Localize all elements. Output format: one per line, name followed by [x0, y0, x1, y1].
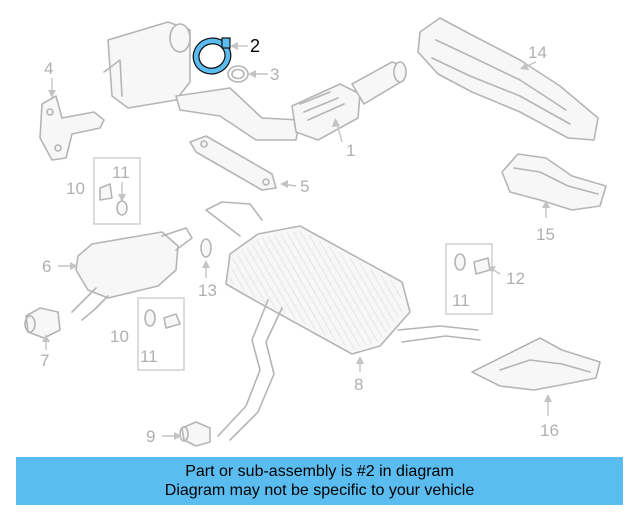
exhaust-parts-diagram: 2 3 1 5 4 10 11 6 7 13 10 11 8 9 14 15 1…	[24, 17, 607, 447]
callout-2: 2	[250, 36, 260, 56]
callout-10-a: 10	[66, 179, 85, 198]
part-9-connector[interactable]	[179, 421, 211, 447]
callout-6: 6	[42, 257, 51, 276]
callout-8: 8	[354, 375, 363, 394]
part-5-bracket[interactable]	[189, 135, 277, 191]
part-16-heat-shield[interactable]	[471, 337, 601, 391]
leader-lines	[42, 42, 552, 440]
part-4-bracket[interactable]	[39, 95, 105, 161]
callout-12: 12	[506, 269, 525, 288]
part-3-gasket[interactable]	[227, 65, 249, 83]
callout-13: 13	[198, 281, 217, 300]
part-8-rear-muffler[interactable]	[205, 201, 481, 441]
callout-4: 4	[44, 59, 53, 78]
banner-line-2: Diagram may not be specific to your vehi…	[164, 482, 475, 499]
part-2-clamp[interactable]	[192, 36, 232, 75]
callout-16: 16	[540, 421, 559, 440]
callout-10-b: 10	[110, 327, 129, 346]
callout-15: 15	[536, 225, 555, 244]
callout-9: 9	[146, 427, 155, 446]
callout-7: 7	[40, 351, 49, 370]
callout-5: 5	[300, 177, 309, 196]
part-13-hanger[interactable]	[200, 238, 212, 258]
part-7-connector[interactable]	[24, 307, 61, 339]
banner-line-1: Part or sub-assembly is #2 in diagram	[185, 463, 454, 480]
callout-11-c: 11	[452, 291, 470, 310]
hanger-group-right[interactable]	[445, 243, 493, 315]
callout-11-b: 11	[140, 347, 158, 366]
info-banner: Part or sub-assembly is #2 in diagram Di…	[16, 457, 623, 505]
callout-14: 14	[528, 43, 547, 62]
callout-3: 3	[270, 65, 279, 84]
hanger-group-left[interactable]	[93, 157, 141, 225]
part-1-catalytic-converter[interactable]	[103, 21, 407, 141]
callout-11-a: 11	[112, 163, 130, 182]
part-15-heat-shield[interactable]	[501, 153, 607, 211]
hanger-group-lower[interactable]	[137, 297, 185, 371]
callout-1: 1	[346, 141, 355, 160]
callout-labels: 2 3 1 5 4 10 11 6 7 13 10 11 8 9 14 15 1…	[40, 36, 559, 446]
part-6-front-muffler[interactable]	[71, 227, 193, 321]
part-14-heat-shield[interactable]	[417, 17, 599, 141]
